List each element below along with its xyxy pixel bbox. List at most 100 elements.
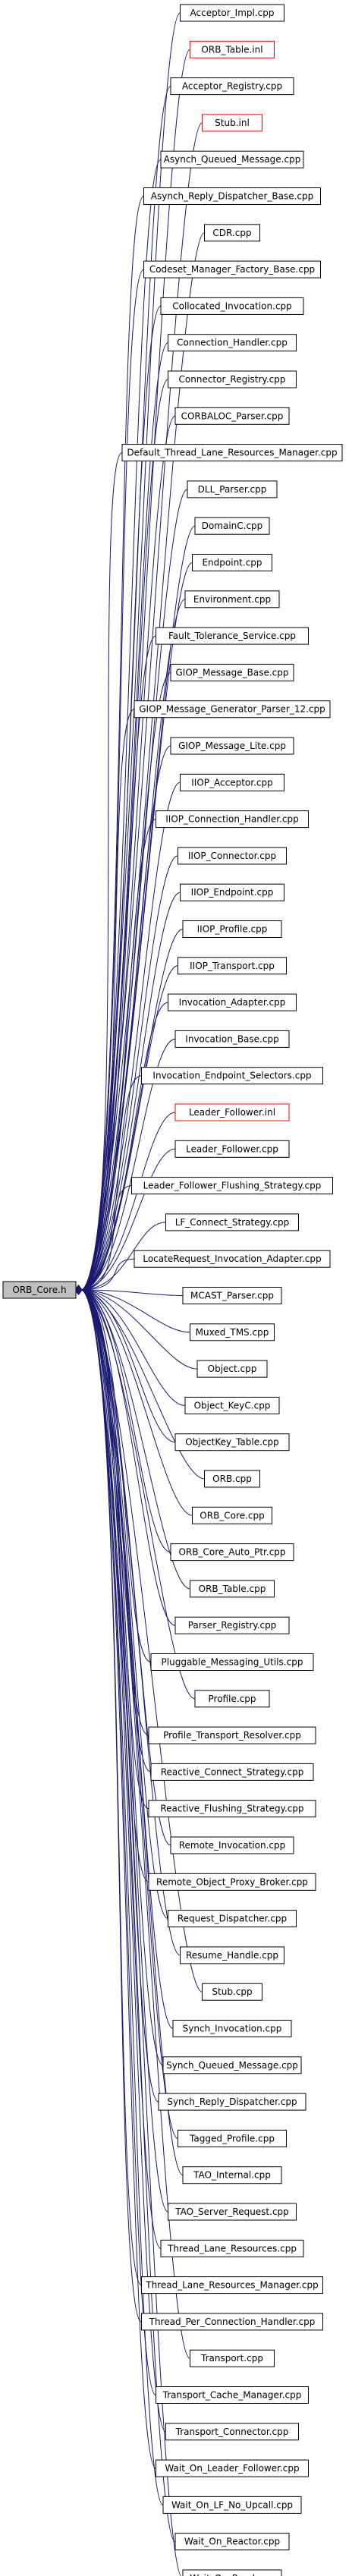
node-connection-handler-cpp[interactable]: Connection_Handler.cpp xyxy=(168,334,297,352)
node-profile-cpp[interactable]: Profile.cpp xyxy=(194,1690,270,1708)
node-iiop-connector-cpp[interactable]: IIOP_Connector.cpp xyxy=(178,847,287,865)
node-label: Codeset_Manager_Factory_Base.cpp xyxy=(149,264,315,275)
node-box xyxy=(178,847,287,865)
node-reactive-flushing-strategy-cpp[interactable]: Reactive_Flushing_Strategy.cpp xyxy=(148,1800,316,1818)
node-parser-registry-cpp[interactable]: Parser_Registry.cpp xyxy=(174,1616,290,1634)
node-box xyxy=(174,1616,290,1634)
node-label: Acceptor_Impl.cpp xyxy=(190,8,275,18)
edge-collocated-invocation-cpp xyxy=(75,305,162,1295)
node-leader-follower-cpp[interactable]: Leader_Follower.cpp xyxy=(174,1140,290,1158)
node-label: Reactive_Connect_Strategy.cpp xyxy=(161,1766,304,1777)
node-objectkey-table-cpp[interactable]: ObjectKey_Table.cpp xyxy=(174,1433,290,1452)
node-default-thread-lane-resources-manager-cpp[interactable]: Default_Thread_Lane_Resources_Manager.cp… xyxy=(121,444,343,462)
node-iiop-profile-cpp[interactable]: IIOP_Profile.cpp xyxy=(182,920,282,938)
node-lf-connect-strategy-cpp[interactable]: LF_Connect_Strategy.cpp xyxy=(165,1213,299,1231)
node-box xyxy=(150,1653,314,1671)
node-domainc-cpp[interactable]: DomainC.cpp xyxy=(194,517,270,535)
node-thread-per-connection-handler-cpp[interactable]: Thread_Per_Connection_Handler.cpp xyxy=(141,2313,323,2331)
node-asynch-reply-dispatcher-base-cpp[interactable]: Asynch_Reply_Dispatcher_Base.cpp xyxy=(143,187,321,205)
node-box xyxy=(160,297,304,315)
node-stub-cpp[interactable]: Stub.cpp xyxy=(202,1983,262,2001)
edge-giop-message-base-cpp xyxy=(76,672,171,1294)
edge-invocation-endpoint-selectors-cpp xyxy=(76,1075,142,1294)
node-thread-lane-resources-cpp[interactable]: Thread_Lane_Resources.cpp xyxy=(160,2239,304,2257)
node-tao-internal-cpp[interactable]: TAO_Internal.cpp xyxy=(182,2166,282,2184)
node-transport-cpp[interactable]: Transport.cpp xyxy=(190,2349,275,2367)
node-iiop-endpoint-cpp[interactable]: IIOP_Endpoint.cpp xyxy=(180,883,284,901)
node-acceptor-registry-cpp[interactable]: Acceptor_Registry.cpp xyxy=(170,77,294,96)
node-codeset-manager-factory-base-cpp[interactable]: Codeset_Manager_Factory_Base.cpp xyxy=(143,260,321,278)
node-wait-on-lf-no-upcall-cpp[interactable]: Wait_On_LF_No_Upcall.cpp xyxy=(162,2496,302,2514)
node-synch-queued-message-cpp[interactable]: Synch_Queued_Message.cpp xyxy=(162,2056,302,2074)
node-label: Acceptor_Registry.cpp xyxy=(182,81,282,92)
node-orb-core-auto-ptr-cpp[interactable]: ORB_Core_Auto_Ptr.cpp xyxy=(170,1543,294,1562)
node-box xyxy=(180,773,284,791)
node-pluggable-messaging-utils-cpp[interactable]: Pluggable_Messaging_Utils.cpp xyxy=(150,1653,314,1671)
node-stub-inl[interactable]: Stub.inl xyxy=(202,114,262,132)
node-orb-core-cpp[interactable]: ORB_Core.cpp xyxy=(192,1506,272,1524)
edge-iiop-endpoint-cpp xyxy=(76,892,181,1294)
node-locaterequest-invocation-adapter-cpp[interactable]: LocateRequest_Invocation_Adapter.cpp xyxy=(134,1250,331,1268)
node-object-cpp[interactable]: Object.cpp xyxy=(196,1360,268,1378)
root-node-orb-core-h[interactable]: ORB_Core.h xyxy=(2,1281,77,1299)
node-resume-handle-cpp[interactable]: Resume_Handle.cpp xyxy=(180,1946,284,1964)
node-box xyxy=(194,1690,270,1708)
node-iiop-connection-handler-cpp[interactable]: IIOP_Connection_Handler.cpp xyxy=(156,810,309,829)
node-label: IIOP_Endpoint.cpp xyxy=(191,887,274,898)
node-invocation-adapter-cpp[interactable]: Invocation_Adapter.cpp xyxy=(168,993,297,1011)
node-reactive-connect-strategy-cpp[interactable]: Reactive_Connect_Strategy.cpp xyxy=(150,1763,314,1781)
node-environment-cpp[interactable]: Environment.cpp xyxy=(184,590,280,609)
node-tao-server-request-cpp[interactable]: TAO_Server_Request.cpp xyxy=(168,2203,297,2221)
node-muxed-tms-cpp[interactable]: Muxed_TMS.cpp xyxy=(190,1323,275,1341)
node-giop-message-lite-cpp[interactable]: GIOP_Message_Lite.cpp xyxy=(170,737,294,755)
node-dll-parser-cpp[interactable]: DLL_Parser.cpp xyxy=(187,480,278,499)
node-box xyxy=(162,2496,302,2514)
node-transport-connector-cpp[interactable]: Transport_Connector.cpp xyxy=(165,2423,299,2441)
node-endpoint-cpp[interactable]: Endpoint.cpp xyxy=(192,554,272,571)
node-asynch-queued-message-cpp[interactable]: Asynch_Queued_Message.cpp xyxy=(160,150,304,168)
node-synch-reply-dispatcher-cpp[interactable]: Synch_Reply_Dispatcher.cpp xyxy=(158,2093,306,2111)
node-box xyxy=(170,77,294,96)
node-giop-message-generator-parser-12-cpp[interactable]: GIOP_Message_Generator_Parser_12.cpp xyxy=(134,700,331,719)
node-iiop-transport-cpp[interactable]: IIOP_Transport.cpp xyxy=(178,957,287,975)
node-box xyxy=(192,554,272,571)
edge-synch-reply-dispatcher-cpp xyxy=(76,1285,159,2103)
node-cdr-cpp[interactable]: CDR.cpp xyxy=(204,224,260,242)
node-mcast-parser-cpp[interactable]: MCAST_Parser.cpp xyxy=(182,1287,282,1304)
node-connector-registry-cpp[interactable]: Connector_Registry.cpp xyxy=(168,370,297,388)
node-orb-cpp[interactable]: ORB.cpp xyxy=(204,1470,260,1488)
node-object-keyc-cpp[interactable]: Object_KeyC.cpp xyxy=(184,1396,280,1414)
node-request-dispatcher-cpp[interactable]: Request_Dispatcher.cpp xyxy=(168,1910,297,1928)
node-wait-on-reactor-cpp[interactable]: Wait_On_Reactor.cpp xyxy=(174,2533,290,2551)
node-leader-follower-flushing-strategy-cpp[interactable]: Leader_Follower_Flushing_Strategy.cpp xyxy=(131,1177,333,1195)
node-orb-table-cpp[interactable]: ORB_Table.cpp xyxy=(190,1580,275,1598)
node-profile-transport-resolver-cpp[interactable]: Profile_Transport_Resolver.cpp xyxy=(148,1726,316,1744)
node-box xyxy=(148,1800,316,1818)
node-invocation-endpoint-selectors-cpp[interactable]: Invocation_Endpoint_Selectors.cpp xyxy=(141,1067,323,1085)
node-box xyxy=(180,883,284,901)
node-invocation-base-cpp[interactable]: Invocation_Base.cpp xyxy=(174,1030,290,1048)
node-tagged-profile-cpp[interactable]: Tagged_Profile.cpp xyxy=(178,2129,287,2147)
node-orb-table-inl[interactable]: ORB_Table.inl xyxy=(190,40,275,58)
node-remote-object-proxy-broker-cpp[interactable]: Remote_Object_Proxy_Broker.cpp xyxy=(148,1873,316,1891)
node-transport-cache-manager-cpp[interactable]: Transport_Cache_Manager.cpp xyxy=(156,2386,309,2404)
edge-fault-tolerance-service-cpp xyxy=(76,635,156,1294)
node-corbaloc-parser-cpp[interactable]: CORBALOC_Parser.cpp xyxy=(174,407,290,425)
node-box xyxy=(174,1103,290,1121)
node-leader-follower-inl[interactable]: Leader_Follower.inl xyxy=(174,1103,290,1121)
node-thread-lane-resources-manager-cpp[interactable]: Thread_Lane_Resources_Manager.cpp xyxy=(141,2276,323,2294)
node-synch-invocation-cpp[interactable]: Synch_Invocation.cpp xyxy=(172,2020,292,2037)
node-label: LocateRequest_Invocation_Adapter.cpp xyxy=(143,1253,321,1264)
node-iiop-acceptor-cpp[interactable]: IIOP_Acceptor.cpp xyxy=(180,773,284,791)
node-wait-on-read-cpp[interactable]: Wait_On_Read.cpp xyxy=(182,2569,282,2576)
node-remote-invocation-cpp[interactable]: Remote_Invocation.cpp xyxy=(170,1836,294,1854)
node-acceptor-impl-cpp[interactable]: Acceptor_Impl.cpp xyxy=(180,4,284,22)
node-giop-message-base-cpp[interactable]: GIOP_Message_Base.cpp xyxy=(170,663,294,681)
node-fault-tolerance-service-cpp[interactable]: Fault_Tolerance_Service.cpp xyxy=(156,627,309,645)
node-box xyxy=(192,1506,272,1524)
edge-invocation-adapter-cpp xyxy=(76,1002,168,1294)
node-wait-on-leader-follower-cpp[interactable]: Wait_On_Leader_Follower.cpp xyxy=(156,2459,309,2477)
nodes-layer: Acceptor_Impl.cppORB_Table.inlAcceptor_R… xyxy=(121,4,343,2576)
node-collocated-invocation-cpp[interactable]: Collocated_Invocation.cpp xyxy=(160,297,304,315)
